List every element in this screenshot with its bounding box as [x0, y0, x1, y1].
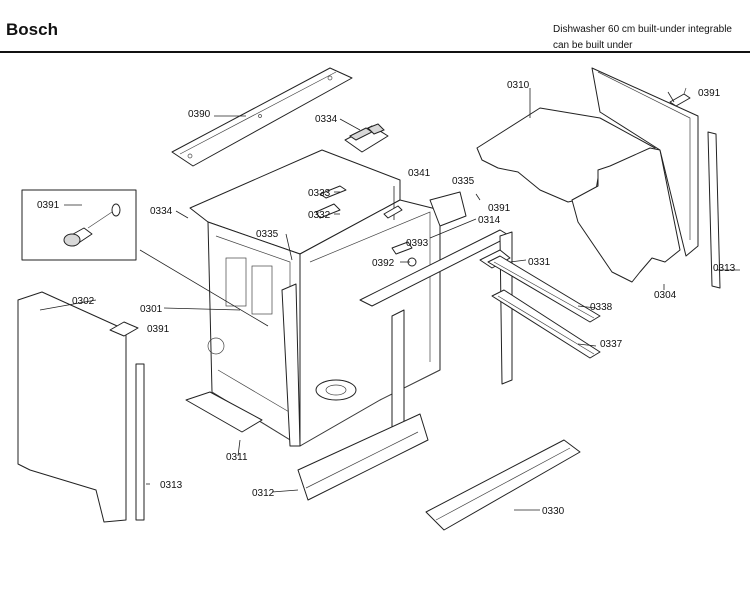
label-0334-left: 0334 — [150, 206, 173, 217]
label-0333: 0333 — [308, 188, 331, 199]
part-0304-side-panel[interactable] — [571, 67, 699, 283]
part-0333-latch[interactable] — [319, 185, 347, 199]
label-0313-left: 0313 — [160, 480, 183, 491]
label-0302: 0302 — [72, 296, 95, 307]
part-0390-top-strip[interactable] — [171, 67, 353, 167]
label-0335-left: 0335 — [256, 229, 279, 240]
inset-detail-0391 — [21, 189, 137, 261]
part-0335-channel-right[interactable] — [429, 191, 467, 227]
part-0391-bracket-top[interactable] — [669, 87, 691, 107]
label-0393: 0393 — [406, 238, 429, 249]
subtitle-line-1: Dishwasher 60 cm built-under integrable — [553, 24, 732, 35]
part-0334-clip[interactable] — [344, 123, 389, 153]
label-0334-top: 0334 — [315, 114, 338, 125]
part-0302-side-panel[interactable] — [17, 291, 127, 523]
brand-title: Bosch — [6, 20, 58, 39]
label-0301: 0301 — [140, 304, 163, 315]
label-0337: 0337 — [600, 339, 623, 350]
subtitle-line-2: can be built under — [553, 40, 633, 51]
diagram-subtitle: Dishwasher 60 cm built-under integrable … — [553, 22, 732, 54]
label-0314: 0314 — [478, 215, 501, 226]
part-0330-lower-panel[interactable] — [425, 439, 581, 531]
part-0313-trim-left[interactable] — [135, 363, 145, 521]
part-0338-rail[interactable] — [487, 255, 601, 323]
label-0313-right: 0313 — [713, 263, 736, 274]
label-0391-inset: 0391 — [37, 200, 60, 211]
label-0390: 0390 — [188, 109, 211, 120]
part-0335-channel-left[interactable] — [281, 283, 301, 447]
part-0313-trim-right[interactable] — [707, 131, 721, 289]
label-0335-right: 0335 — [452, 176, 475, 187]
part-0332-holder[interactable] — [315, 203, 341, 219]
label-0312: 0312 — [252, 488, 275, 499]
part-0311-base[interactable] — [185, 391, 263, 433]
label-0310: 0310 — [507, 80, 530, 91]
part-0391-bracket-left[interactable] — [109, 321, 139, 337]
label-0330: 0330 — [542, 506, 565, 517]
label-0338: 0338 — [590, 302, 613, 313]
part-0393-seal[interactable] — [391, 241, 413, 255]
label-0311: 0311 — [226, 452, 248, 463]
label-0332: 0332 — [308, 210, 331, 221]
part-0341-hose[interactable] — [383, 186, 403, 220]
label-0304: 0304 — [654, 290, 677, 301]
label-0391-top: 0391 — [698, 88, 721, 99]
label-0331: 0331 — [528, 257, 551, 268]
label-0391-left: 0391 — [147, 324, 170, 335]
part-0312-toe-kick[interactable] — [297, 413, 429, 501]
header-divider — [0, 51, 750, 53]
part-labels: 0390 0334 0310 0391 0391 0334 0333 0341 … — [37, 80, 736, 517]
label-0392: 0392 — [372, 258, 395, 269]
leader-lines — [39, 88, 740, 511]
label-0391-mid: 0391 — [488, 203, 511, 214]
part-tub-body[interactable] — [189, 149, 441, 447]
label-0341: 0341 — [408, 168, 431, 179]
